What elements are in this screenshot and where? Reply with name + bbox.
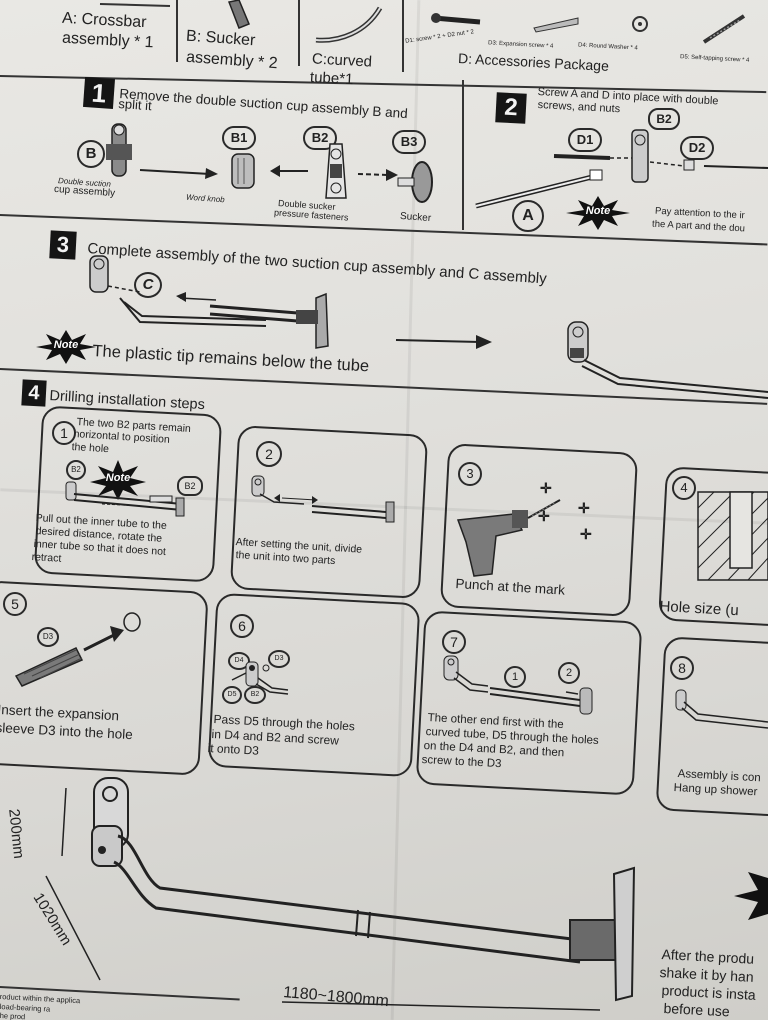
step-1-title-line2: split it <box>117 96 153 114</box>
part-c-qty: tube*1 <box>309 68 354 89</box>
fine-print-3: he prod <box>0 1011 26 1020</box>
callout-a: A <box>512 200 544 232</box>
screw-drawing <box>431 13 481 25</box>
note-label: Note <box>105 472 131 484</box>
note-label: Note <box>53 339 79 351</box>
substep-2-drawing <box>251 475 395 523</box>
mark-x-icon: ✛ <box>540 480 552 496</box>
caption-word-knob: Word knob <box>185 192 225 205</box>
note-starburst <box>734 872 768 920</box>
step-1-arrow <box>139 168 218 179</box>
step-1-arrow-left <box>270 165 308 177</box>
suction-cup-assembly-drawing <box>106 123 132 177</box>
callout-d2: D2 <box>680 136 714 160</box>
substep-1-b2-left: B2 <box>66 460 86 480</box>
substep-6-drawing <box>231 661 289 695</box>
sucker-disc-drawing <box>397 161 433 203</box>
step-3-parts-drawing <box>89 255 329 349</box>
drill-icon <box>456 499 561 577</box>
after-product-text-1: After the produ <box>661 946 755 967</box>
substep-6-d3-label: D3 <box>268 650 290 668</box>
callout-d1: D1 <box>568 128 602 152</box>
callout-c: C <box>134 272 162 298</box>
substep-5-d3-label: D3 <box>37 627 59 647</box>
self-tapping-screw-drawing <box>702 14 746 44</box>
substep-7-callout-2: 2 <box>558 662 580 684</box>
callout-b2: B2 <box>648 108 680 130</box>
expansion-screw-drawing <box>533 17 579 33</box>
step-4-badge: 4 <box>21 379 47 407</box>
substep-7-drawing <box>443 655 593 715</box>
step-3-result-drawing <box>567 321 768 399</box>
step-1-badge: 1 <box>82 76 116 110</box>
knob-drawing <box>231 153 255 189</box>
mark-x-icon: ✛ <box>538 508 550 524</box>
fastener-drawing <box>325 143 347 199</box>
substep-5-number: 5 <box>3 592 27 616</box>
substep-2-number: 2 <box>256 441 282 467</box>
callout-b3: B3 <box>392 130 426 154</box>
substep-4-number: 4 <box>672 476 696 500</box>
after-product-text-4: before use <box>663 1000 731 1020</box>
washer-drawing <box>632 16 648 32</box>
step-3-arrow <box>395 335 492 349</box>
caption-pressure-fasteners: pressure fasteners <box>273 207 349 223</box>
substep-1-b2-right: B2 <box>177 476 203 496</box>
substep-6-d4-label: D4 <box>228 652 250 670</box>
substep-7-callout-1: 1 <box>504 666 526 688</box>
curved-tube-drawing <box>315 6 383 43</box>
substep-6-d5-label: D5 <box>222 686 242 704</box>
step-2-drawing <box>475 129 768 209</box>
wall-hole-drawing <box>697 491 768 581</box>
top-divider <box>402 0 404 72</box>
caption-sucker: Sucker <box>399 210 432 225</box>
part-c-label: C:curved <box>311 50 373 71</box>
substep-8-number: 8 <box>670 656 694 680</box>
step-1-arrow-right <box>357 169 398 181</box>
note-label: Note <box>585 205 611 217</box>
note-starburst <box>36 330 96 364</box>
sucker-drawing <box>227 0 250 29</box>
final-assembly-drawing <box>45 777 636 1011</box>
mark-x-icon: ✛ <box>580 526 592 542</box>
step-1-2-divider <box>462 80 464 230</box>
callout-b1: B1 <box>222 126 256 150</box>
substep-6-text-3: it onto D3 <box>207 741 260 758</box>
step-1-title: Remove the double suction cup assembly B… <box>118 86 409 122</box>
step-2-pay-attention-line2: the A part and the dou <box>651 218 746 235</box>
callout-b: B <box>77 140 105 168</box>
substep-8-drawing <box>675 689 768 729</box>
substep-1-drawing <box>65 481 185 517</box>
substep-1-bottom-4: retract <box>31 551 62 565</box>
dimension-200mm: 200mm <box>5 808 28 860</box>
substep-3-number: 3 <box>458 462 482 486</box>
top-divider <box>298 0 300 66</box>
mark-x-icon: ✛ <box>578 500 590 516</box>
substep-6-number: 6 <box>230 614 254 638</box>
crossbar-drawing <box>99 3 171 7</box>
substep-7-number: 7 <box>442 630 466 654</box>
substep-6-b2-label: B2 <box>244 686 266 704</box>
top-divider <box>176 0 178 62</box>
step-3-badge: 3 <box>49 230 77 260</box>
substep-1-text-3: the hole <box>71 441 110 456</box>
note-starburst <box>90 460 146 500</box>
substep-1-number: 1 <box>52 421 76 445</box>
callout-b2: B2 <box>303 126 337 150</box>
expansion-sleeve-drawing <box>14 612 141 687</box>
note-starburst <box>566 196 630 230</box>
